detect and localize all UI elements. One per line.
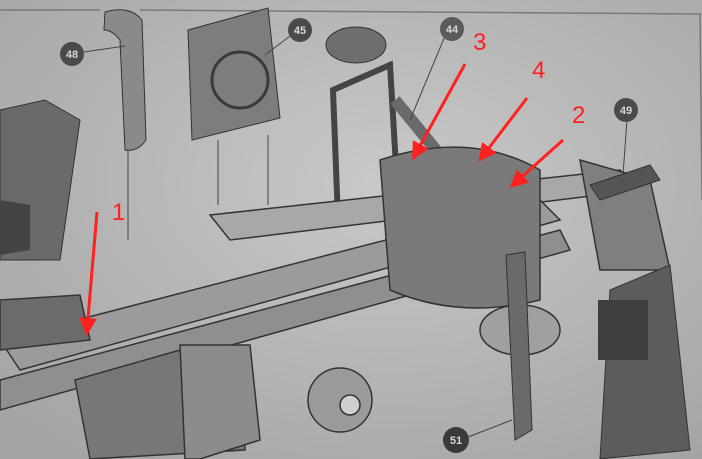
- mudguard-left-part: [0, 99, 81, 261]
- callout-48: 48: [60, 42, 84, 66]
- callout-label: 51: [450, 435, 462, 447]
- red-arrow-4: [478, 97, 529, 162]
- mudflap-right-part: [598, 264, 691, 459]
- red-arrow-1: [79, 211, 99, 336]
- radiator-part: [187, 7, 281, 205]
- callout-label: 49: [620, 105, 632, 117]
- truck-chassis: [0, 146, 671, 459]
- exhaust-pipe-part: [103, 9, 147, 240]
- mirror-part: [589, 164, 661, 201]
- callout-51: 51: [443, 427, 469, 453]
- red-label-2: 2: [572, 102, 585, 129]
- red-arrow-2: [509, 138, 565, 189]
- callout-label: 48: [66, 49, 78, 61]
- red-label-3: 3: [473, 29, 486, 56]
- callout-45: 45: [288, 18, 312, 42]
- callout-44: 44: [440, 17, 464, 41]
- red-label-4: 4: [532, 57, 545, 84]
- panel-border: [0, 9, 702, 201]
- leader-lines: [83, 35, 628, 438]
- callout-label: 45: [294, 25, 306, 37]
- red-arrow-3: [412, 63, 467, 161]
- red-label-1: 1: [112, 199, 125, 226]
- callout-label: 44: [446, 24, 459, 36]
- side-step-part: [505, 251, 533, 441]
- callout-49: 49: [614, 98, 638, 122]
